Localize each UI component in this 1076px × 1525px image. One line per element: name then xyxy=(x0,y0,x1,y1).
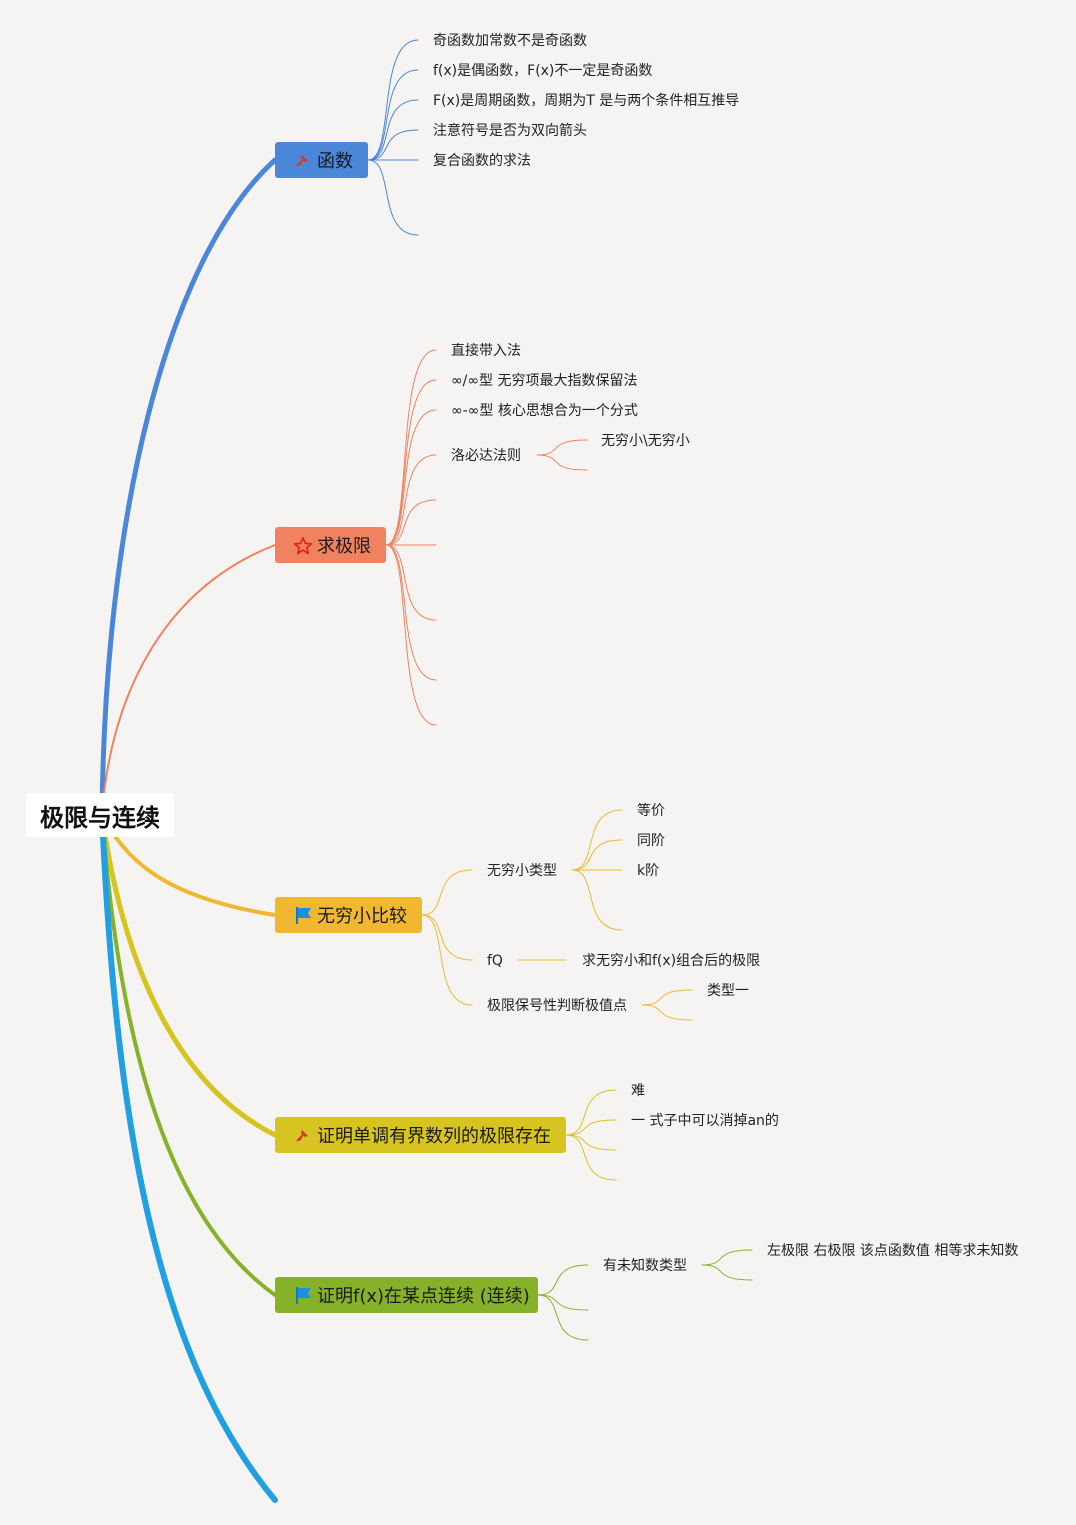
link-root-extra xyxy=(99,812,278,1503)
branch-label: 求极限 xyxy=(317,536,371,557)
star-icon xyxy=(293,535,313,555)
link-infinitesimal-child xyxy=(421,869,473,916)
link-type-child xyxy=(571,869,623,931)
link-root-limits xyxy=(101,544,276,816)
link-limits-child xyxy=(385,409,437,546)
leaf-item[interactable]: 直接带入法 xyxy=(451,343,521,359)
branch-limits[interactable]: 求极限 xyxy=(275,527,386,563)
leaf-item[interactable]: ∞-∞型 核心思想合为一个分式 xyxy=(451,403,638,419)
link-limits-child xyxy=(385,454,437,546)
link-functions-child xyxy=(367,129,419,161)
leaf-item[interactable]: 注意符号是否为双向箭头 xyxy=(433,123,587,139)
branch-label: 证明单调有界数列的极限存在 xyxy=(317,1126,551,1147)
branch-infinitesimal-comparison[interactable]: 无穷小比较 xyxy=(275,897,422,933)
link-infinitesimal-child xyxy=(421,914,473,961)
link-sequence-child xyxy=(565,1089,617,1136)
link-type-child xyxy=(571,809,623,871)
link-type-child xyxy=(571,839,623,871)
leaf-item[interactable]: 洛必达法则 xyxy=(451,448,521,464)
pin-icon xyxy=(293,150,313,170)
branch-label: 无穷小比较 xyxy=(317,906,407,927)
link-limits-child xyxy=(385,349,437,546)
root-node[interactable]: 极限与连续 xyxy=(26,793,174,837)
link-functions-child xyxy=(367,69,419,161)
leaf-item[interactable]: 有未知数类型 xyxy=(603,1258,687,1274)
link-limits-child xyxy=(385,499,437,546)
leaf-item[interactable]: f(x)是偶函数，F(x)不一定是奇函数 xyxy=(433,63,653,79)
link-continuity-child xyxy=(537,1294,589,1341)
link-functions-child xyxy=(367,39,419,161)
link-lhopital-child xyxy=(536,439,588,456)
link-limits-child xyxy=(385,544,437,726)
link-continuity-child xyxy=(537,1264,589,1296)
branch-continuity-proof[interactable]: 证明f(x)在某点连续 (连续) xyxy=(275,1277,538,1313)
link-infinitesimal-child xyxy=(421,914,473,1006)
leaf-item[interactable]: 奇函数加常数不是奇函数 xyxy=(433,33,587,49)
branch-monotone-bounded-sequence[interactable]: 证明单调有界数列的极限存在 xyxy=(275,1117,566,1153)
leaf-item[interactable]: 无穷小类型 xyxy=(487,863,557,879)
link-continuity-child xyxy=(537,1294,589,1311)
branch-functions[interactable]: 函数 xyxy=(275,142,368,178)
branch-label: 证明f(x)在某点连续 (连续) xyxy=(317,1286,530,1307)
link-limits-child xyxy=(385,379,437,546)
link-sequence-child xyxy=(565,1134,617,1151)
link-root-continuity xyxy=(100,813,277,1297)
flag-icon xyxy=(293,1285,313,1305)
link-sequence-child xyxy=(565,1119,617,1136)
leaf-item[interactable]: 求无穷小和f(x)组合后的极限 xyxy=(582,953,761,969)
link-unknown-child xyxy=(701,1249,753,1266)
link-limits-child xyxy=(385,544,437,681)
leaf-item[interactable]: 极限保号性判断极值点 xyxy=(487,998,627,1014)
leaf-item[interactable]: 等价 xyxy=(637,803,665,819)
branch-label: 函数 xyxy=(317,151,353,172)
link-unknown-child xyxy=(701,1264,753,1281)
link-functions-child xyxy=(367,99,419,161)
leaf-item[interactable]: ∞/∞型 无穷项最大指数保留法 xyxy=(451,373,638,389)
link-lhopital-child xyxy=(536,454,588,471)
link-functions-child xyxy=(367,159,419,236)
link-root-sequence xyxy=(99,812,278,1138)
leaf-item[interactable]: 难 xyxy=(631,1083,645,1099)
link-root-functions xyxy=(99,157,278,818)
pin-icon xyxy=(293,1125,313,1145)
leaf-item[interactable]: fQ xyxy=(487,953,503,969)
link-sign-child xyxy=(641,1004,693,1021)
link-sign-child xyxy=(641,989,693,1006)
leaf-item[interactable]: 类型一 xyxy=(707,983,749,999)
leaf-item[interactable]: 一 式子中可以消掉an的 xyxy=(631,1113,779,1129)
leaf-item[interactable]: k阶 xyxy=(637,863,660,879)
leaf-item[interactable]: 复合函数的求法 xyxy=(433,153,531,169)
leaf-item[interactable]: 同阶 xyxy=(637,833,665,849)
leaf-item[interactable]: F(x)是周期函数，周期为T 是与两个条件相互推导 xyxy=(433,93,740,109)
leaf-item[interactable]: 无穷小\无穷小 xyxy=(601,433,690,449)
flag-icon xyxy=(293,905,313,925)
link-sequence-child xyxy=(565,1134,617,1181)
leaf-item[interactable]: 左极限 右极限 该点函数值 相等求未知数 xyxy=(767,1243,1019,1259)
link-limits-child xyxy=(385,544,437,621)
